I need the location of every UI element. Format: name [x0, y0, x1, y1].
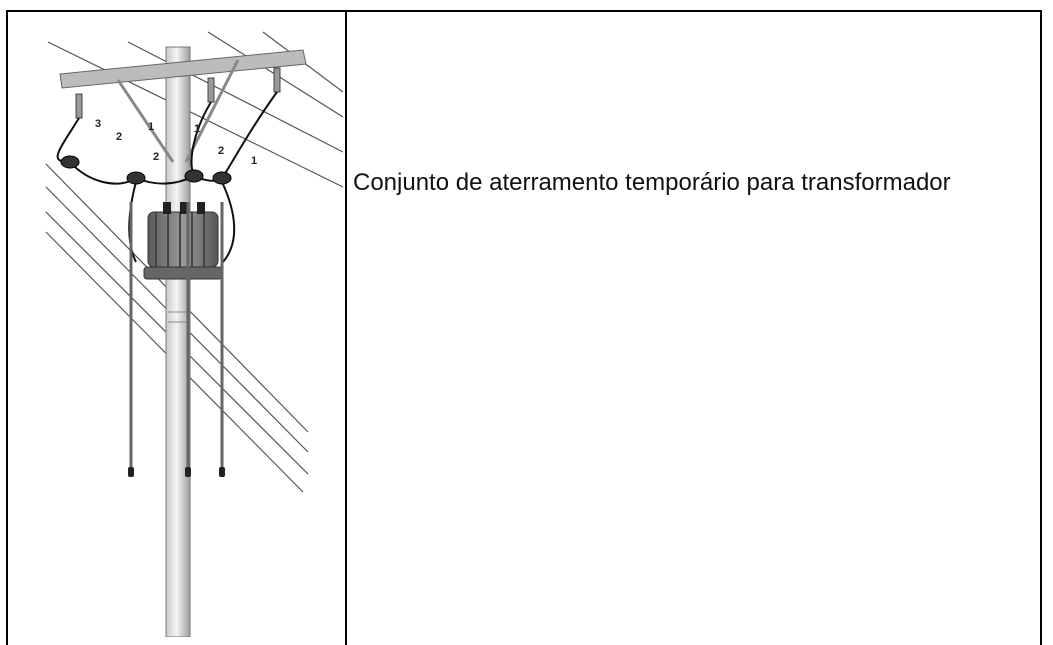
callout-label: 1	[251, 155, 257, 167]
ground-clamps	[60, 155, 232, 185]
caption-cell: Conjunto de aterramento temporário para …	[347, 12, 1040, 645]
callout-label: 2	[218, 145, 224, 157]
transformer	[143, 202, 223, 280]
callout-label: 1	[148, 121, 154, 133]
crossarm	[59, 49, 307, 89]
callout-label: 3	[95, 118, 101, 130]
callout-label: 2	[153, 151, 159, 163]
figure-caption: Conjunto de aterramento temporário para …	[353, 169, 951, 196]
callout-labels: 3 2 1 2 1 2 1	[95, 118, 257, 167]
illustration-cell: 3 2 1 2 1 2 1	[8, 12, 347, 645]
hot-sticks	[129, 202, 224, 467]
utility-pole	[165, 46, 191, 637]
callout-label: 1	[194, 123, 200, 135]
callout-label: 2	[116, 131, 122, 143]
grounding-set-illustration: 3 2 1 2 1 2 1	[45, 31, 343, 637]
document-table: 3 2 1 2 1 2 1 Conjunto de aterramento te…	[6, 10, 1042, 645]
